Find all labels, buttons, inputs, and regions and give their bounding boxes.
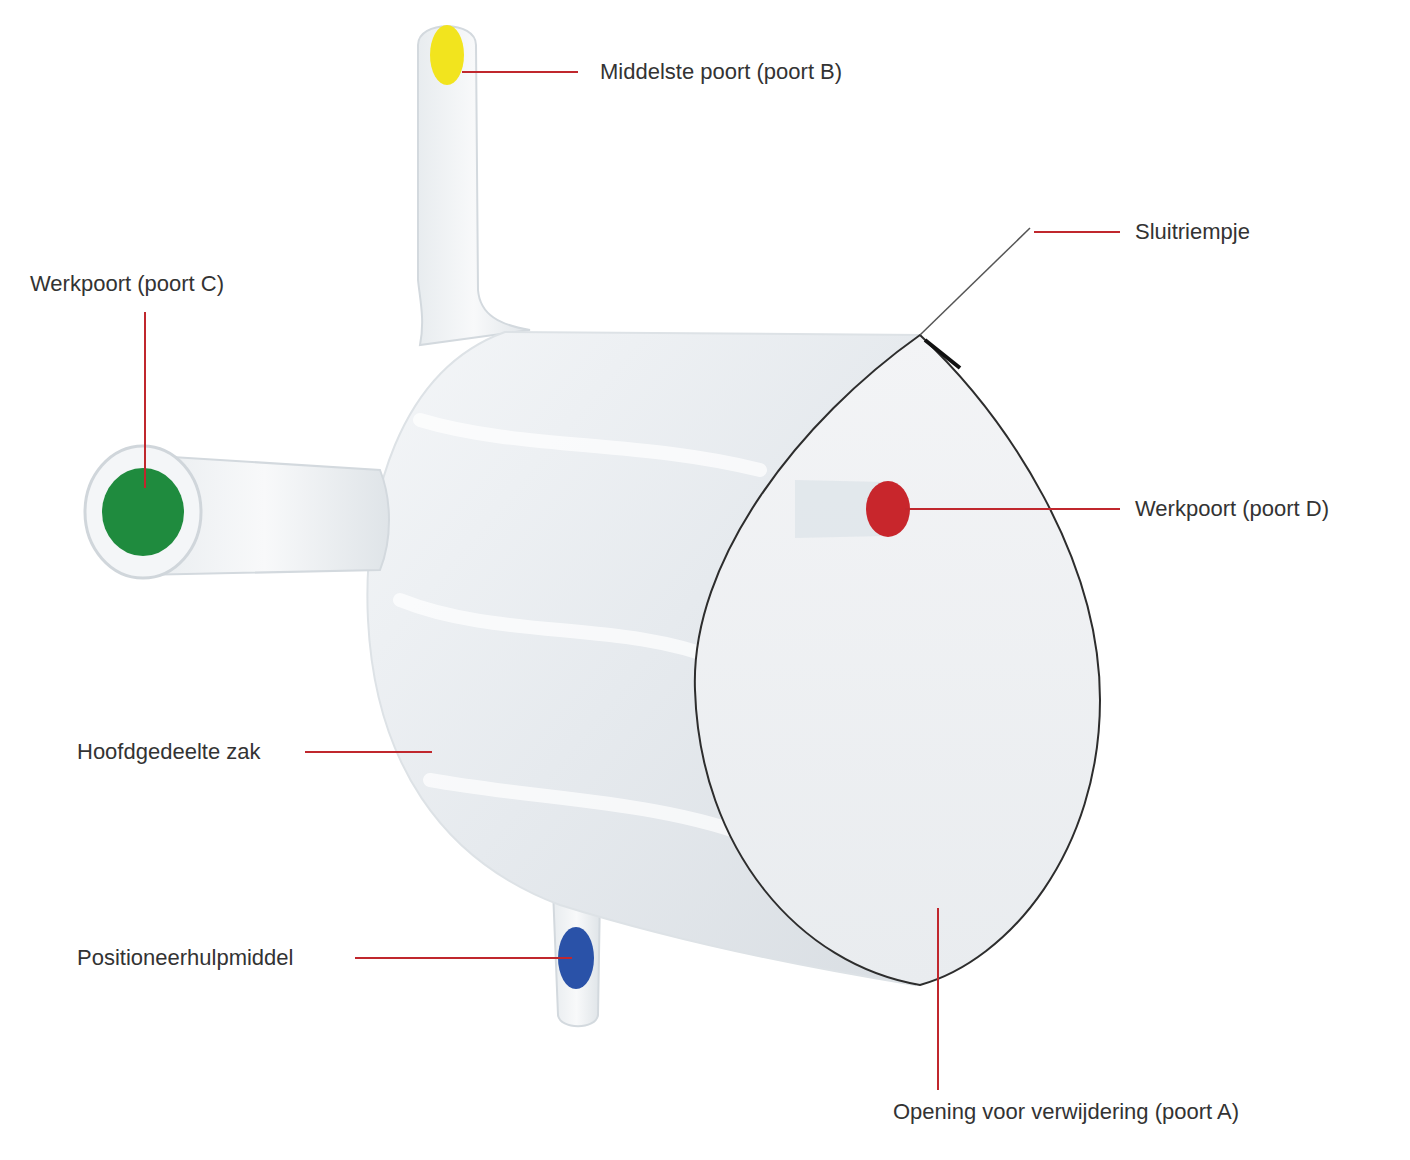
- port-b: [430, 25, 464, 85]
- part-label: Sluitriempje: [1135, 219, 1250, 245]
- part-label: Hoofdgedeelte zak: [77, 739, 260, 765]
- port-c: [102, 468, 184, 556]
- port-label: Werkpoort (poort C): [30, 271, 224, 297]
- port-d: [866, 481, 910, 537]
- part-label: Positioneerhulpmiddel: [77, 945, 293, 971]
- port-label: Opening voor verwijdering (poort A): [893, 1099, 1239, 1125]
- port-label: Werkpoort (poort D): [1135, 496, 1329, 522]
- drawstring-end: [925, 340, 960, 368]
- port-label: Middelste poort (poort B): [600, 59, 842, 85]
- port-c-rim: [85, 446, 201, 578]
- leader-lines: [145, 72, 1120, 1090]
- drawstring: [920, 228, 1030, 335]
- bag-opening: [695, 335, 1100, 985]
